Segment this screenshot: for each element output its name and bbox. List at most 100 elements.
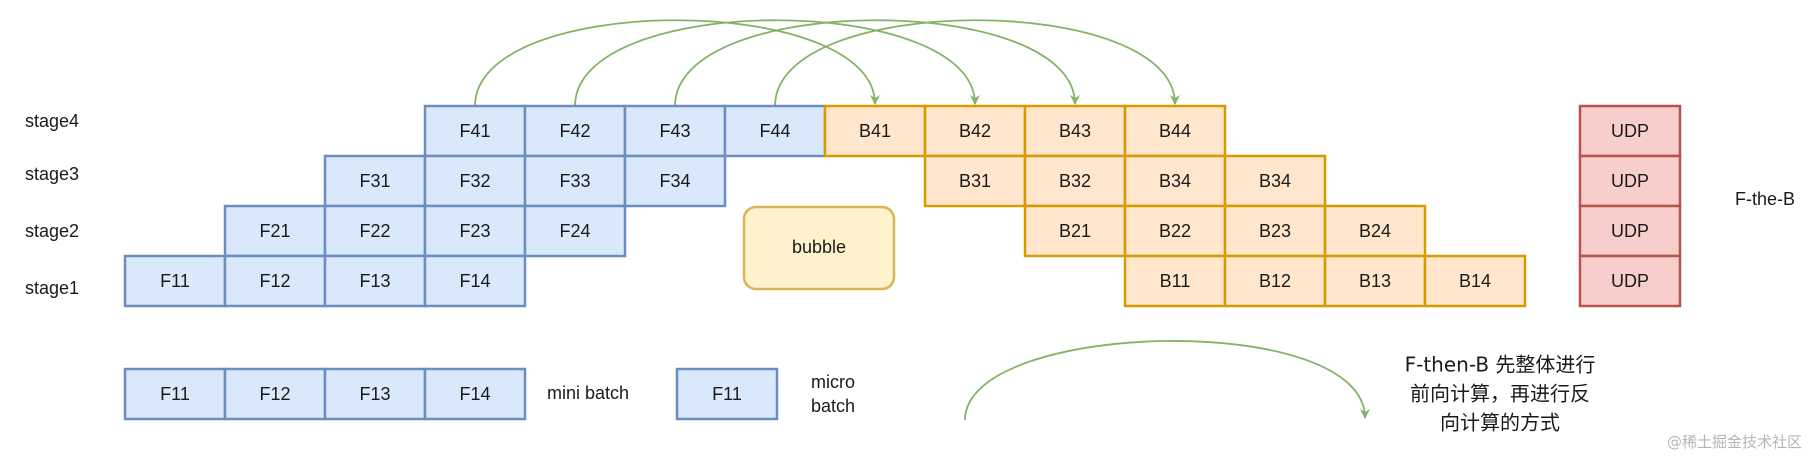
backward-cell-stage1-3: B13 (1323, 254, 1427, 308)
forward-cell-f34-label: F34 (659, 171, 690, 191)
update-cell-stage2-label: UDP (1611, 221, 1649, 241)
mini-batch-cell-f13: F13 (323, 367, 427, 421)
backward-cell-stage4-2-label: B42 (959, 121, 991, 141)
forward-cell-f21: F21 (223, 204, 327, 258)
backward-cell-stage1-3-box (1323, 254, 1427, 308)
backward-cell-stage2-2: B22 (1123, 204, 1227, 258)
backward-cell-stage2-3: B23 (1223, 204, 1327, 258)
forward-cell-f11-label: F11 (160, 271, 190, 291)
forward-cell-f44: F44 (723, 104, 827, 158)
update-column: UDP UDP UDP UDP (1578, 104, 1682, 308)
description-line-3: 向计算的方式 (1440, 411, 1560, 435)
mini-batch-cell-f11-box (123, 367, 227, 421)
dependency-arrow-1 (474, 19, 880, 107)
backward-cell-stage3-4-box (1223, 154, 1327, 208)
forward-cell-f44-label: F44 (759, 121, 790, 141)
micro-batch-cell-label: F11 (712, 384, 742, 404)
update-cell-stage1: UDP (1578, 254, 1682, 308)
micro-batch-label-line1: micro (811, 372, 855, 392)
mini-batch-label: mini batch (547, 383, 629, 403)
dependency-arrow-2 (574, 19, 980, 107)
forward-cell-f22-box (323, 204, 427, 258)
forward-cell-f21-label: F21 (259, 221, 290, 241)
forward-cell-f23-label: F23 (459, 221, 490, 241)
backward-cell-stage3-2-box (1023, 154, 1127, 208)
forward-cell-f12-box (223, 254, 327, 308)
mini-batch-cell-f12-box (223, 367, 327, 421)
backward-cell-stage4-4-box (1123, 104, 1227, 158)
mini-batch-cell-f13-label: F13 (359, 384, 390, 404)
backward-cell-stage4-3: B43 (1023, 104, 1127, 158)
forward-cell-f31-label: F31 (359, 171, 390, 191)
forward-cell-f24-label: F24 (559, 221, 590, 241)
forward-cell-f33-label: F33 (559, 171, 590, 191)
backward-cell-stage3-2: B32 (1023, 154, 1127, 208)
stage-label-stage4: stage4 (25, 111, 79, 131)
mini-batch-cell-f11-label: F11 (160, 384, 190, 404)
forward-cell-f12-label: F12 (259, 271, 290, 291)
update-cell-stage2: UDP (1578, 204, 1682, 258)
backward-cell-stage1-2: B12 (1223, 254, 1327, 308)
backward-cell-stage3-1-box (923, 154, 1027, 208)
backward-cell-stage2-3-label: B23 (1259, 221, 1291, 241)
backward-cell-stage4-3-label: B43 (1059, 121, 1091, 141)
micro-batch-cell: F11 (675, 367, 779, 421)
forward-cell-f11: F11 (123, 254, 227, 308)
backward-cell-stage3-1-label: B31 (959, 171, 991, 191)
backward-cell-stage4-1-label: B41 (859, 121, 891, 141)
forward-cell-f31: F31 (323, 154, 427, 208)
forward-cell-f34: F34 (623, 154, 727, 208)
description-line-1: F-then-B 先整体进行 (1405, 353, 1596, 377)
backward-cell-stage4-1: B41 (823, 104, 927, 158)
forward-cell-f12: F12 (223, 254, 327, 308)
forward-cell-f21-box (223, 204, 327, 258)
stage-label-stage1: stage1 (25, 278, 79, 298)
bubble-box (742, 205, 896, 291)
forward-cell-f22-label: F22 (359, 221, 390, 241)
backward-cell-stage2-2-label: B22 (1159, 221, 1191, 241)
forward-cell-f41-label: F41 (459, 121, 490, 141)
update-cell-stage1-box (1578, 254, 1682, 308)
mini-batch-cell-f11: F11 (123, 367, 227, 421)
bubble-block: bubble (742, 205, 896, 291)
backward-cell-stage1-4-label: B14 (1459, 271, 1491, 291)
dependency-arrow-4 (774, 19, 1180, 107)
backward-cell-stage1-2-label: B12 (1259, 271, 1291, 291)
forward-cell-f42-label: F42 (559, 121, 590, 141)
description-line-2: 前向计算，再进行反 (1410, 382, 1590, 406)
update-cell-stage4-label: UDP (1611, 121, 1649, 141)
forward-cell-f14-label: F14 (459, 271, 490, 291)
backward-cell-stage1-4: B14 (1423, 254, 1527, 308)
forward-cell-f13: F13 (323, 254, 427, 308)
backward-cell-stage4-2: B42 (923, 104, 1027, 158)
watermark: @稀土掘金技术社区 (1667, 433, 1802, 451)
dependency-arrow-3 (674, 19, 1080, 107)
update-cell-stage1-label: UDP (1611, 271, 1649, 291)
backward-cell-stage2-1: B21 (1023, 204, 1127, 258)
forward-cell-f32-label: F32 (459, 171, 490, 191)
update-cell-stage3: UDP (1578, 154, 1682, 208)
forward-cell-f43-label: F43 (659, 121, 690, 141)
forward-cell-f34-box (623, 154, 727, 208)
description-text: F-then-B 先整体进行 前向计算，再进行反 向计算的方式 (1405, 353, 1596, 435)
backward-cell-stage2-4: B24 (1323, 204, 1427, 258)
stage-label-stage3: stage3 (25, 164, 79, 184)
forward-cell-f13-box (323, 254, 427, 308)
backward-cell-stage2-4-label: B24 (1359, 221, 1391, 241)
forward-cell-f43: F43 (623, 104, 727, 158)
forward-cell-f32: F32 (423, 154, 527, 208)
forward-cell-f22: F22 (323, 204, 427, 258)
forward-cell-f23: F23 (423, 204, 527, 258)
micro-batch-label-line2: batch (811, 396, 855, 416)
backward-cell-stage1-1-label: B11 (1160, 271, 1191, 291)
backward-cell-stage2-1-label: B21 (1059, 221, 1091, 241)
backward-cell-stage1-1-box (1123, 254, 1227, 308)
backward-cell-stage1-3-label: B13 (1359, 271, 1391, 291)
backward-cell-stage4-3-box (1023, 104, 1127, 158)
backward-cell-stage1-4-box (1423, 254, 1527, 308)
backward-cell-stage4-4-label: B44 (1159, 121, 1191, 141)
forward-cell-f41: F41 (423, 104, 527, 158)
